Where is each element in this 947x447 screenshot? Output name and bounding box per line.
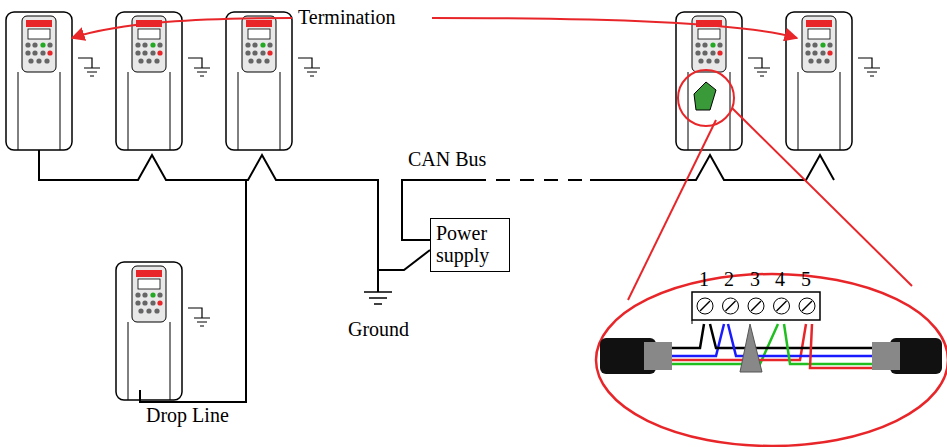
ground-label: Ground xyxy=(348,318,409,340)
bus-label: CAN Bus xyxy=(408,148,486,170)
termination-label: Termination xyxy=(298,6,395,28)
ground-symbol xyxy=(364,292,392,304)
terminal-screw xyxy=(723,298,739,314)
node-text: Power supply xyxy=(436,222,502,266)
drive-unit xyxy=(786,12,852,150)
drive-unit xyxy=(676,12,742,150)
drive-unit xyxy=(116,12,182,150)
bus-left xyxy=(39,150,430,270)
terminal-screw xyxy=(748,298,764,314)
bus-dashed xyxy=(472,179,590,181)
drive-ground xyxy=(188,308,210,326)
ground-group xyxy=(78,58,880,326)
drive-ground xyxy=(858,58,880,76)
drive-ground xyxy=(188,58,210,76)
pin-number: 5 xyxy=(801,268,811,290)
ground-wire xyxy=(377,270,379,292)
termination-arrow xyxy=(72,18,797,38)
drive-ground xyxy=(748,58,770,76)
terminal-screw xyxy=(774,298,790,314)
drive-unit xyxy=(116,262,182,400)
pin-number: 2 xyxy=(724,268,734,290)
bus-right xyxy=(590,155,834,180)
drive-unit xyxy=(226,12,292,150)
pin-number: 3 xyxy=(750,268,760,290)
zoom-callout xyxy=(596,70,947,446)
drop-line-wire xyxy=(140,180,246,402)
terminal-screw xyxy=(697,298,713,314)
drop-line-label: Drop Line xyxy=(146,404,229,426)
drive-ground xyxy=(298,58,320,76)
pin-number: 1 xyxy=(699,268,709,290)
drive-ground xyxy=(78,58,100,76)
can-bus-wire xyxy=(39,150,834,402)
drive-unit xyxy=(6,12,72,150)
terminal-screw xyxy=(799,298,815,314)
pin-number: 4 xyxy=(775,268,785,290)
power-supply-box: Power supply xyxy=(430,218,510,272)
